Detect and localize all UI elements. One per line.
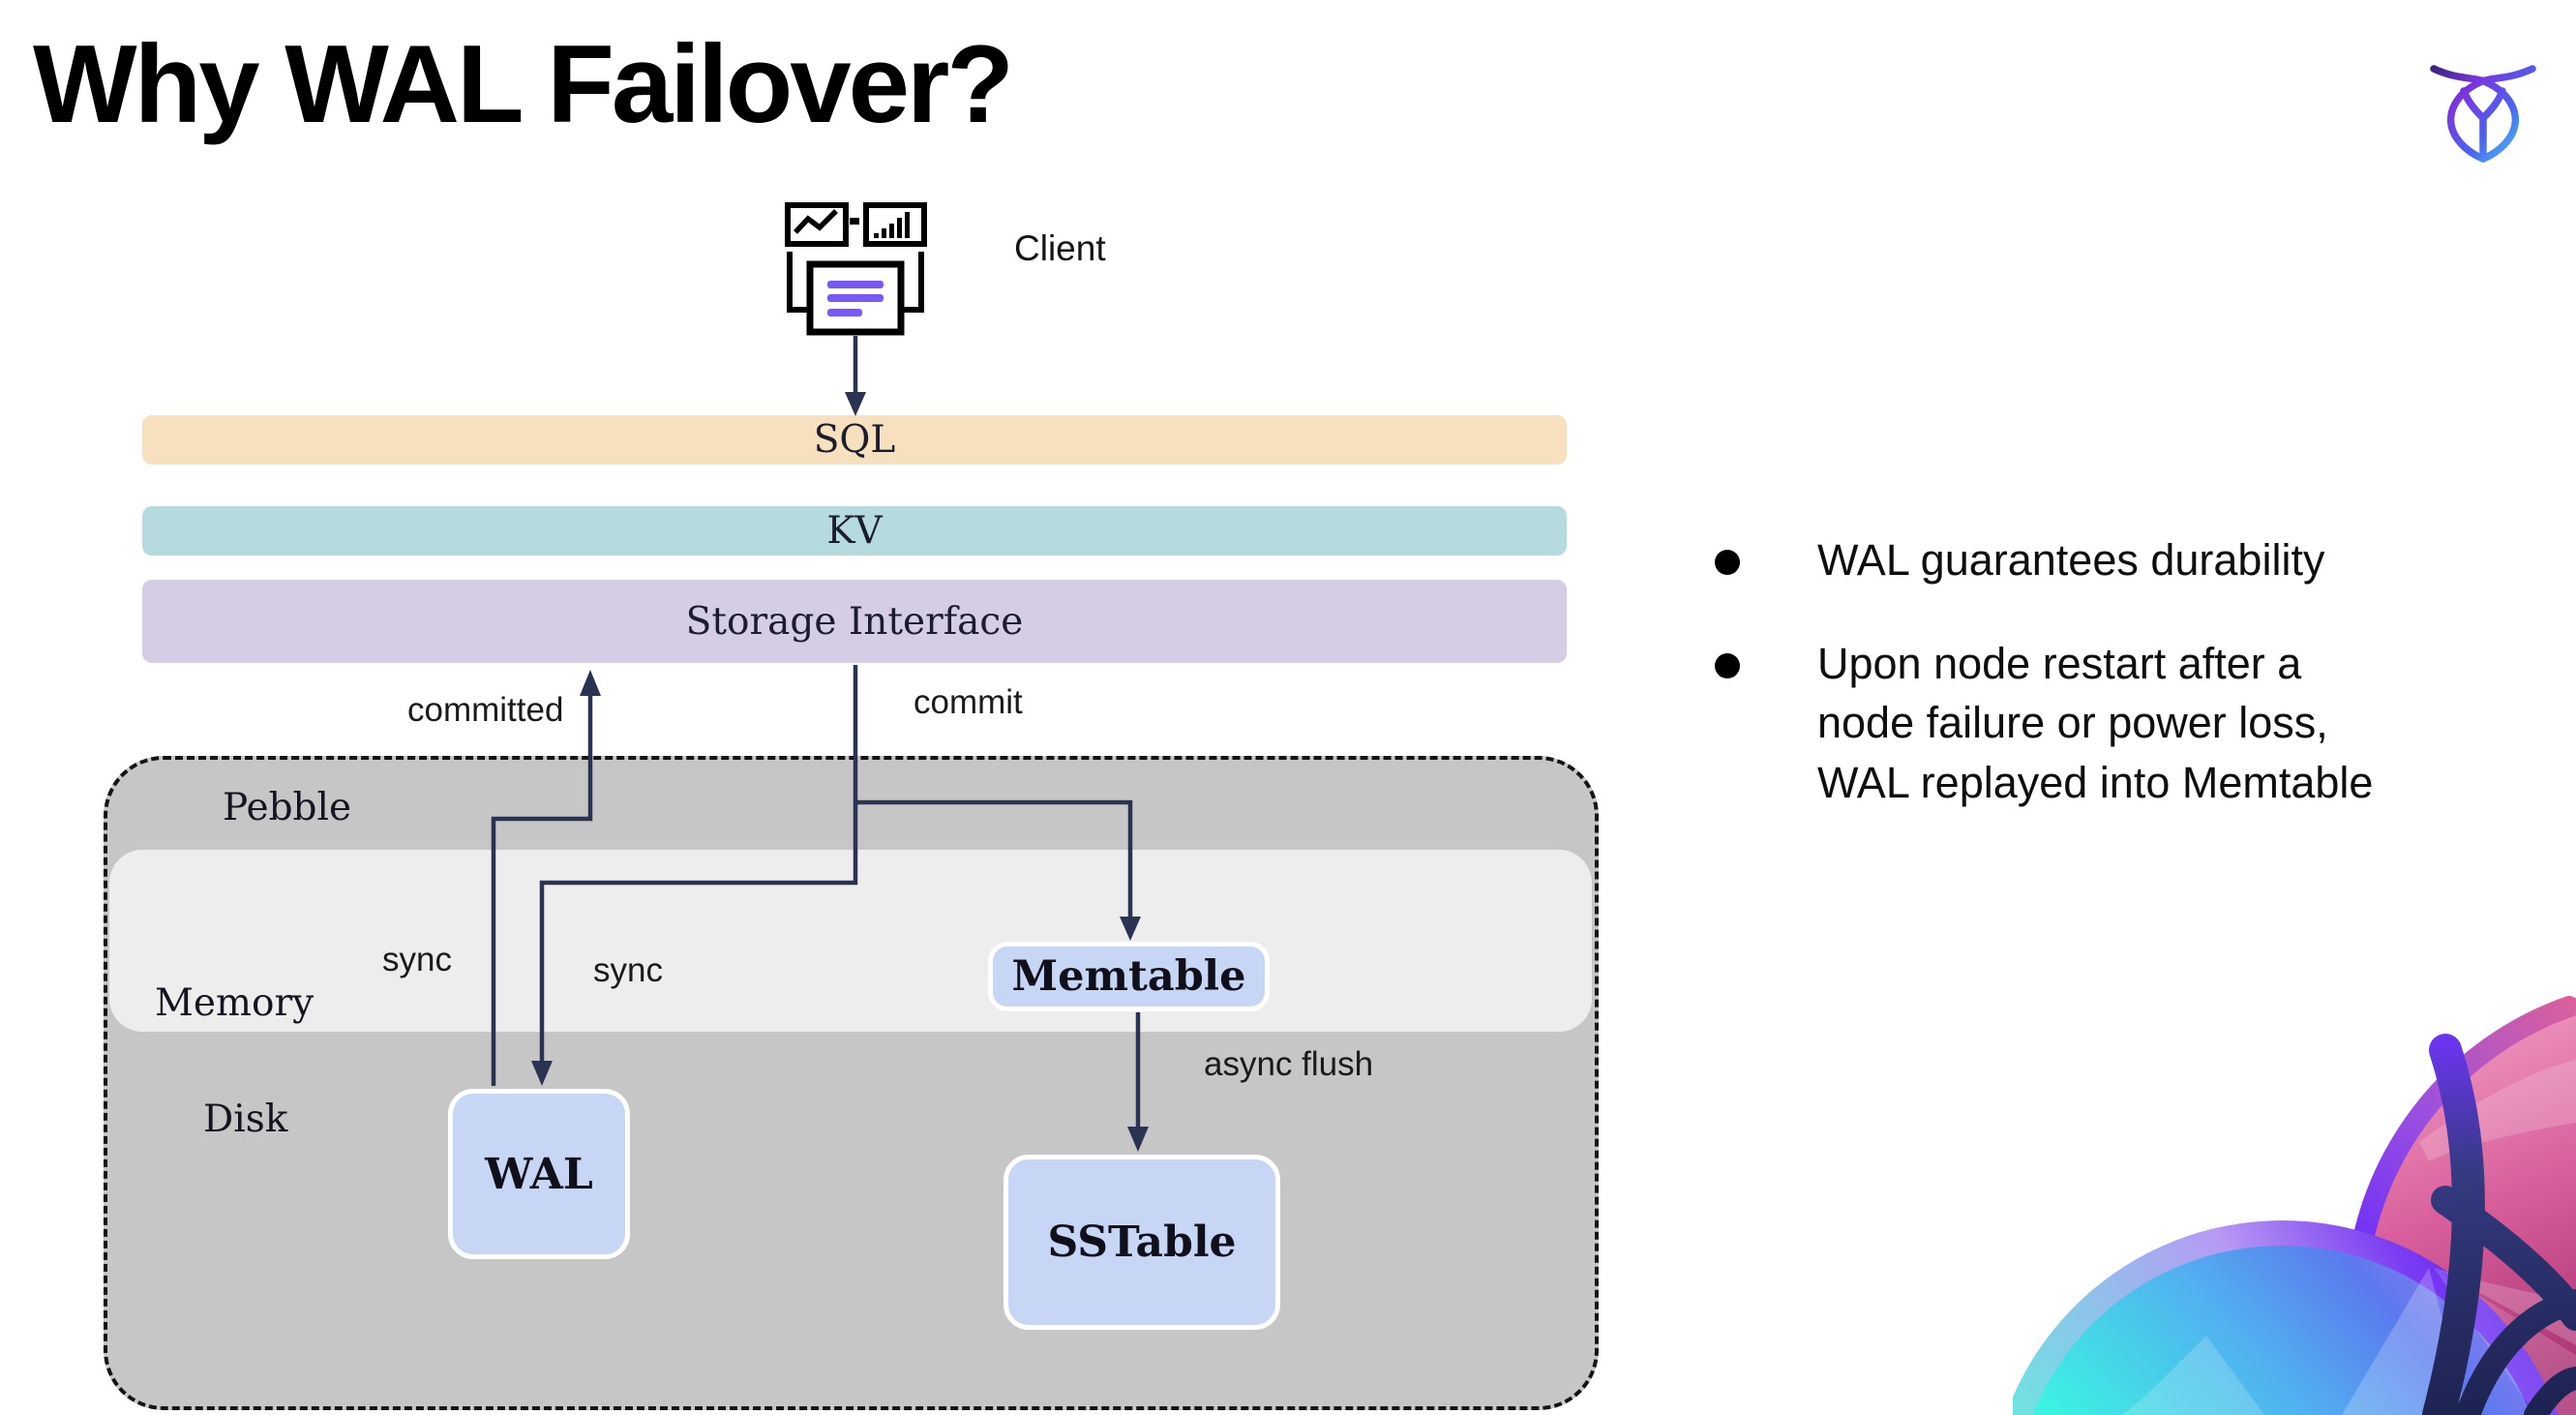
- layer-sql-label: SQL: [813, 418, 896, 462]
- sstable-box: SSTable: [1003, 1155, 1280, 1330]
- bar-chart-icon: [863, 202, 927, 247]
- memory-band: [109, 850, 1592, 1032]
- page-title: Why WAL Failover?: [33, 23, 1014, 146]
- arrowhead-committed: [580, 670, 601, 696]
- committed-label: committed: [407, 691, 564, 729]
- bullet-item: WAL guarantees durability: [1709, 530, 2576, 589]
- bullet-list: WAL guarantees durability Upon node rest…: [1709, 530, 2576, 857]
- disk-label: Disk: [203, 1098, 288, 1141]
- bullet-item: Upon node restart after a node failure o…: [1709, 634, 2576, 812]
- pebble-label: Pebble: [223, 786, 352, 829]
- cockroachdb-logo-icon: [2430, 65, 2536, 163]
- sstable-box-label: SSTable: [1047, 1218, 1237, 1267]
- wal-box: WAL: [448, 1089, 630, 1259]
- line-chart-icon: [785, 202, 849, 247]
- arrowhead-sql: [845, 392, 866, 416]
- memtable-box-label: Memtable: [1011, 952, 1246, 1001]
- layer-storage-interface-label: Storage Interface: [685, 599, 1024, 644]
- client-label: Client: [1014, 228, 1106, 268]
- client-icon: [785, 202, 927, 336]
- layer-storage-interface: Storage Interface: [142, 580, 1567, 663]
- sync-right-label: sync: [593, 951, 663, 989]
- layer-kv: KV: [142, 506, 1567, 556]
- wal-box-label: WAL: [485, 1149, 593, 1199]
- sync-left-label: sync: [382, 941, 452, 978]
- memtable-box: Memtable: [988, 942, 1270, 1011]
- async-flush-label: async flush: [1204, 1045, 1374, 1083]
- layer-sql: SQL: [142, 415, 1567, 465]
- memory-label: Memory: [155, 981, 315, 1025]
- commit-label: commit: [914, 683, 1023, 721]
- layer-kv-label: KV: [826, 509, 883, 553]
- corner-art-decoration: [2013, 996, 2576, 1415]
